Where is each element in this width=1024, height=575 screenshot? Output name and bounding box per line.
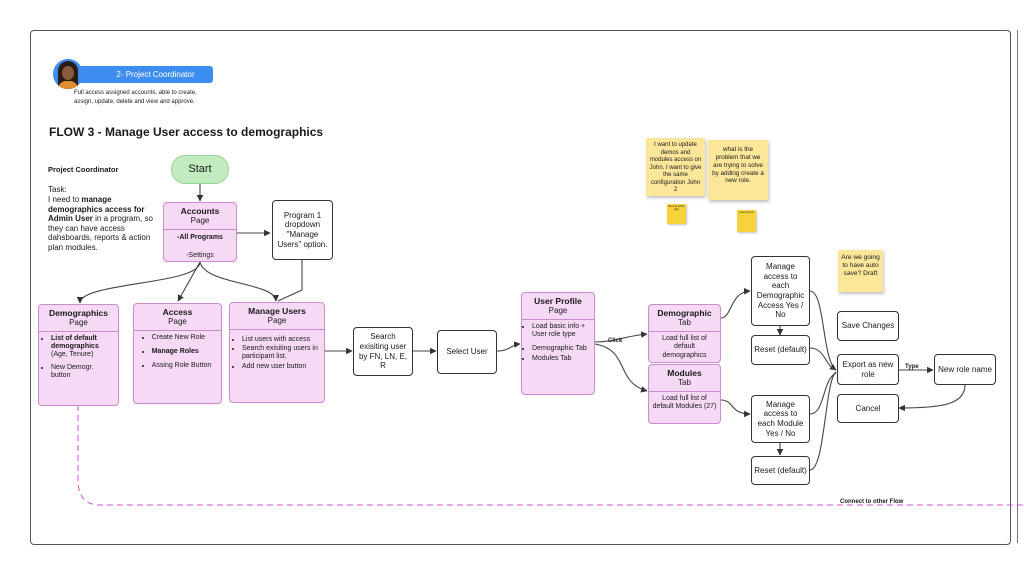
connect-other-flow-label: Connect to other Flow [840, 499, 904, 505]
cancel-node[interactable]: Cancel [837, 394, 899, 423]
manage-users-bullet-search: Search exisiting users in participant li… [242, 345, 320, 362]
export-new-role-label: Export as new role [842, 359, 894, 379]
task-heading: Project Coordinator [48, 165, 119, 174]
manage-users-bullet-list: List users with access [242, 336, 320, 344]
reset-default-2-node[interactable]: Reset (default) [751, 456, 810, 485]
demographics-title: Demographics [48, 308, 109, 318]
save-changes-node[interactable]: Save Changes [837, 311, 899, 341]
manage-demographic-access-label: Manage access to each Demographic Access… [756, 262, 805, 320]
mini-sticky-2[interactable]: Lorem Ipsum [737, 210, 756, 232]
user-profile-bullet-info: Load basic info + User role type [532, 323, 590, 340]
search-user-label: Search exisiting user by FN, LN, E, R [358, 332, 407, 371]
edge-label-type: Type [905, 364, 919, 370]
demographic-tab-body: Load full list of default demographics [662, 334, 707, 359]
demographic-tab-sub: Tab [678, 318, 691, 328]
user-profile-bullet-modules: Modules Tab [532, 355, 590, 363]
user-profile-bullet-demo: Demographic Tab [532, 345, 590, 353]
avatar [53, 59, 83, 89]
manage-module-access-label: Manage access to each Module Yes / No [757, 399, 804, 438]
new-role-name-node[interactable]: New role name [934, 354, 996, 385]
user-profile-sub: Page [548, 306, 568, 316]
accounts-item-all-programs: -All Programs [177, 233, 223, 241]
access-bullet-create: Create New Role [152, 334, 212, 342]
accounts-sub: Page [190, 216, 210, 226]
demographics-sub: Page [69, 318, 88, 328]
reset-default-1-label: Reset (default) [754, 345, 807, 355]
accounts-item-settings: -Settings [186, 252, 214, 260]
program1-label: Program 1 dropdown "Manage Users" option… [277, 210, 328, 249]
manage-users-sub: Page [267, 316, 287, 326]
manage-demographic-access-node[interactable]: Manage access to each Demographic Access… [751, 256, 810, 326]
persona-description-2: assign, update, delete and view and appr… [74, 99, 195, 105]
demographics-bullet-list: List of default demographics (Age, Tenur… [51, 335, 114, 360]
task-label: Task: [48, 185, 67, 194]
flow-title: FLOW 3 - Manage User access to demograph… [49, 125, 324, 139]
edge-label-click: Click [608, 338, 623, 344]
adjacent-frame-edge [1017, 30, 1024, 543]
modules-tab-title: Modules [667, 368, 702, 378]
access-bullet-manage: Manage Roles [152, 348, 212, 356]
modules-tab-sub: Tab [678, 378, 691, 388]
modules-tab-body: Load full list of default Modules (27) [652, 394, 717, 411]
cancel-label: Cancel [855, 403, 881, 413]
reset-default-2-label: Reset (default) [754, 465, 807, 475]
select-user-node[interactable]: Select User [437, 330, 497, 374]
select-user-label: Select User [446, 347, 488, 357]
task-description: I need to manage demographics access for… [48, 195, 153, 252]
persona-description-1: Full access assigned accounts, able to c… [74, 90, 197, 96]
search-user-node[interactable]: Search exisiting user by FN, LN, E, R [353, 327, 413, 376]
save-changes-label: Save Changes [841, 321, 895, 331]
user-profile-title: User Profile [534, 296, 582, 306]
access-title: Access [162, 307, 193, 317]
reset-default-1-node[interactable]: Reset (default) [751, 335, 810, 365]
access-sub: Page [168, 317, 187, 327]
program1-node[interactable]: Program 1 dropdown "Manage Users" option… [272, 200, 333, 260]
sticky-note-problem[interactable]: what is the problem that we are trying t… [708, 140, 768, 200]
start-node[interactable]: Start [171, 155, 229, 184]
demographics-bullet-new: New Demogr. button [51, 364, 114, 381]
sticky-note-update-demos[interactable]: I want to update demos and modules acces… [646, 138, 705, 196]
persona-role: 2- Project Coordinator [116, 70, 195, 79]
export-new-role-node[interactable]: Export as new role [837, 354, 899, 385]
start-label: Start [188, 162, 212, 175]
manage-module-access-node[interactable]: Manage access to each Module Yes / No [751, 395, 810, 443]
manage-users-title: Manage Users [248, 306, 306, 316]
access-bullet-assign: Assing Role Button [152, 362, 212, 370]
persona-badge [75, 66, 213, 83]
accounts-title: Accounts [180, 206, 220, 216]
new-role-name-label: New role name [938, 364, 992, 374]
mini-sticky-1[interactable]: Need to define tiger [667, 204, 686, 224]
sticky-note-autosave[interactable]: Are we going to have auto save? Draft [838, 250, 883, 292]
demographic-tab-title: Demographic [657, 308, 712, 318]
manage-users-bullet-add: Add new user button [242, 363, 320, 371]
